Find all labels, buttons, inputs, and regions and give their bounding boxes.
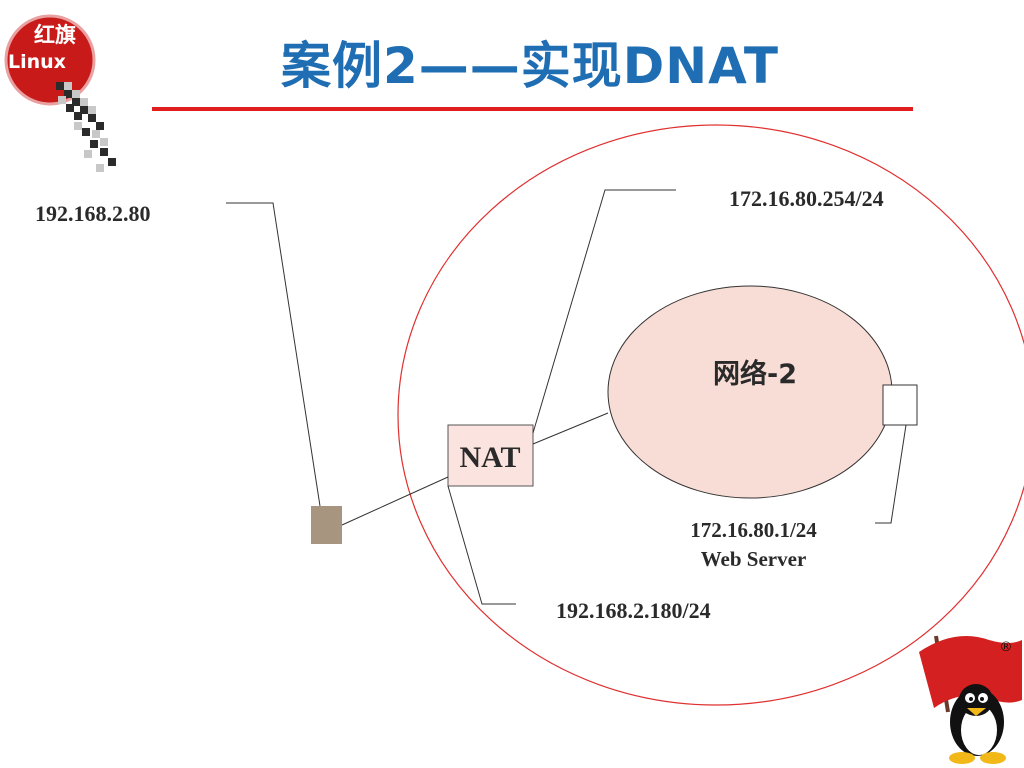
web-server-label: 172.16.80.1/24 Web Server <box>666 516 841 574</box>
slide-title: 案例2——实现DNAT <box>280 37 780 95</box>
title-divider <box>152 107 913 111</box>
client-to-nat-link <box>341 476 449 526</box>
web-server-callout <box>875 424 907 524</box>
client-ip-label: 192.168.2.80 <box>35 201 151 226</box>
web-server-node[interactable] <box>882 384 918 426</box>
internal-network-boundary <box>397 124 1024 706</box>
network-2-label: 网络-2 <box>713 358 797 390</box>
cursor-pointer-icon <box>56 82 116 166</box>
nat-external-ip-label: 192.168.2.180/24 <box>556 598 711 623</box>
client-ip-callout <box>226 202 321 507</box>
logo-latin-text: Linux <box>8 51 66 73</box>
redflag-linux-logo: 红旗 Linux <box>4 14 116 172</box>
network-2-ellipse <box>607 285 893 499</box>
client-host-node[interactable] <box>311 506 342 544</box>
nat-internal-ip-callout <box>532 189 676 434</box>
web-server-name: Web Server <box>700 547 807 571</box>
nat-external-ip-callout <box>447 485 516 605</box>
logo-chinese-text: 红旗 <box>34 23 76 47</box>
nat-internal-ip-label: 172.16.80.254/24 <box>729 186 884 211</box>
registered-trademark-icon: ® <box>1000 640 1013 655</box>
nat-to-network-link <box>532 412 609 445</box>
nat-gateway-box[interactable] <box>447 424 534 487</box>
nat-gateway-label: NAT <box>459 441 520 474</box>
penguin-mascot-icon <box>919 635 1022 764</box>
web-server-ip: 172.16.80.1/24 <box>690 518 817 542</box>
